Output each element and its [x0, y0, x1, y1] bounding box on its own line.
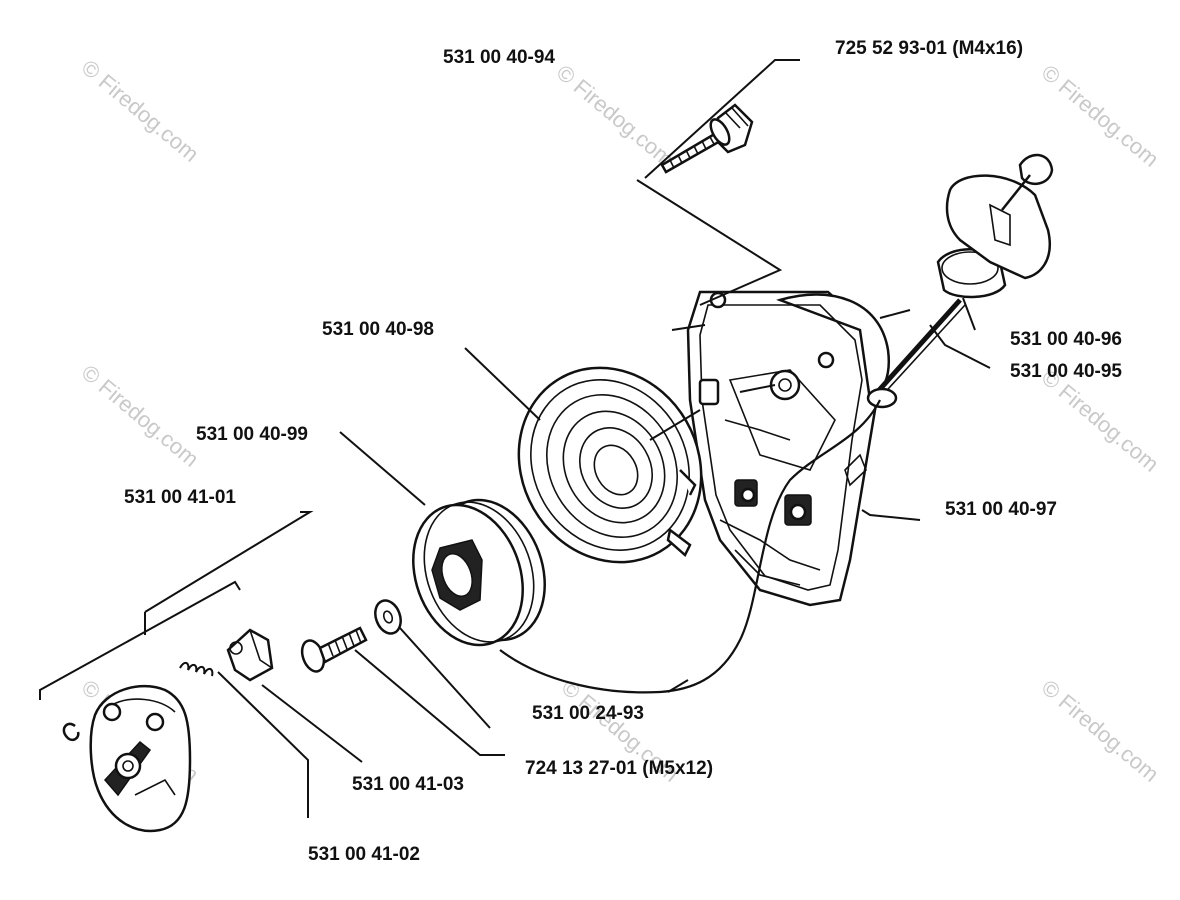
watermark-text: © Firedog.com — [552, 60, 679, 172]
screw-m5x12 — [300, 626, 368, 673]
starter-housing — [686, 290, 891, 607]
label-531-00-41-01: 531 00 41-01 — [124, 487, 236, 508]
label-531-00-40-97: 531 00 40-97 — [945, 499, 1057, 520]
starter-cord — [499, 399, 881, 694]
label-531-00-40-99: 531 00 40-99 — [196, 424, 308, 445]
label-531-00-41-03: 531 00 41-03 — [352, 774, 464, 795]
watermark-text: © Firedog.com — [1037, 60, 1164, 172]
part-labels: 531 00 40-94 725 52 93-01 (M4x16) 531 00… — [124, 38, 1122, 865]
label-531-00-41-02: 531 00 41-02 — [308, 844, 420, 865]
label-531-00-40-98: 531 00 40-98 — [322, 319, 434, 340]
pulley — [412, 498, 546, 647]
pawl — [226, 628, 274, 682]
label-725-52-93-01: 725 52 93-01 (M4x16) — [835, 38, 1023, 59]
label-531-00-40-95: 531 00 40-95 — [1010, 361, 1122, 382]
starter-handle-assembly — [866, 153, 1054, 409]
label-724-13-27-01: 724 13 27-01 (M5x12) — [525, 758, 713, 779]
pawl-spring — [179, 662, 214, 677]
screw-m4x16 — [660, 103, 754, 174]
label-531-00-40-96: 531 00 40-96 — [1010, 329, 1122, 350]
washer — [374, 599, 402, 635]
leader-lines — [39, 59, 991, 818]
watermark-text: © Firedog.com — [77, 55, 204, 167]
watermark-text: © Firedog.com — [77, 360, 204, 472]
watermark-text: © Firedog.com — [1037, 675, 1164, 787]
recoil-spring — [517, 366, 703, 564]
label-531-00-24-93: 531 00 24-93 — [532, 703, 644, 724]
label-531-00-40-94: 531 00 40-94 — [443, 47, 555, 68]
flywheel-hub — [62, 685, 192, 833]
